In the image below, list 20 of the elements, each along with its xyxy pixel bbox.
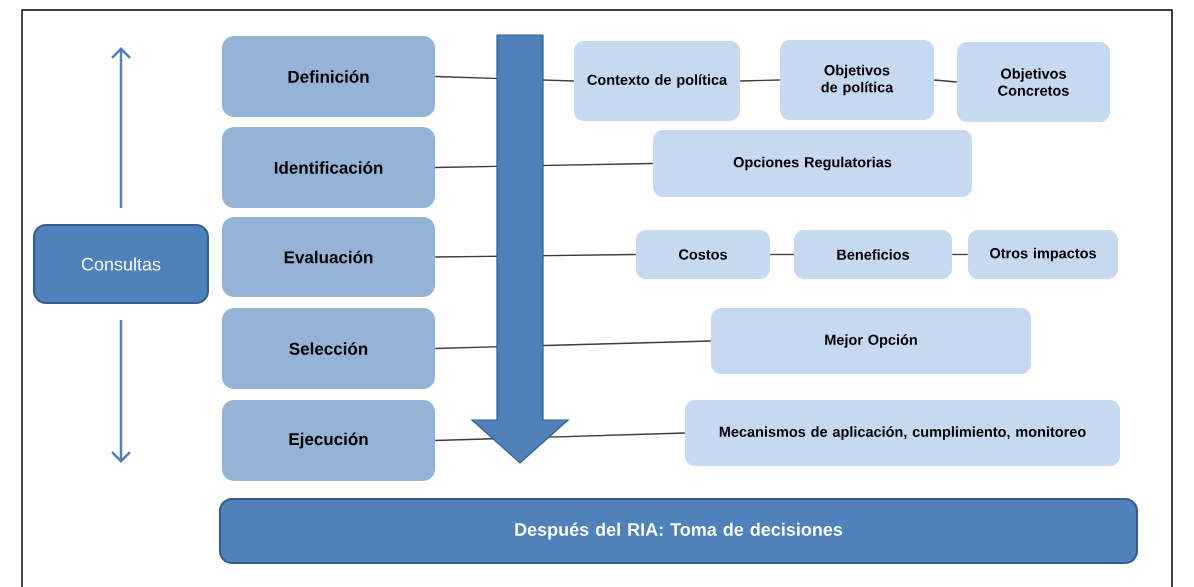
process-box: Definición <box>222 36 435 117</box>
process-box: Objetivos de política <box>780 40 934 120</box>
process-box: Evaluación <box>222 217 435 297</box>
connector-line <box>769 253 795 256</box>
process-box: Otros impactos <box>968 230 1118 279</box>
banner-box: Después del RIA: Toma de decisiones <box>219 498 1138 564</box>
connector-line <box>739 79 781 82</box>
process-box: Consultas <box>33 224 209 304</box>
process-box: Costos <box>636 230 770 279</box>
process-box: Contexto de política <box>574 41 740 121</box>
process-box: Opciones Regulatorias <box>653 130 972 197</box>
process-box: Mecanismos de aplicación, cumplimiento, monitoreo <box>685 400 1120 466</box>
process-box: Ejecución <box>222 400 435 481</box>
connector-line <box>933 79 958 83</box>
process-box: Mejor Opción <box>711 308 1031 374</box>
process-box: Identificación <box>222 127 435 208</box>
process-box: Objetivos Concretos <box>957 42 1110 122</box>
connector-line <box>951 253 969 256</box>
process-box: Beneficios <box>794 230 952 279</box>
process-box: Selección <box>222 308 435 389</box>
